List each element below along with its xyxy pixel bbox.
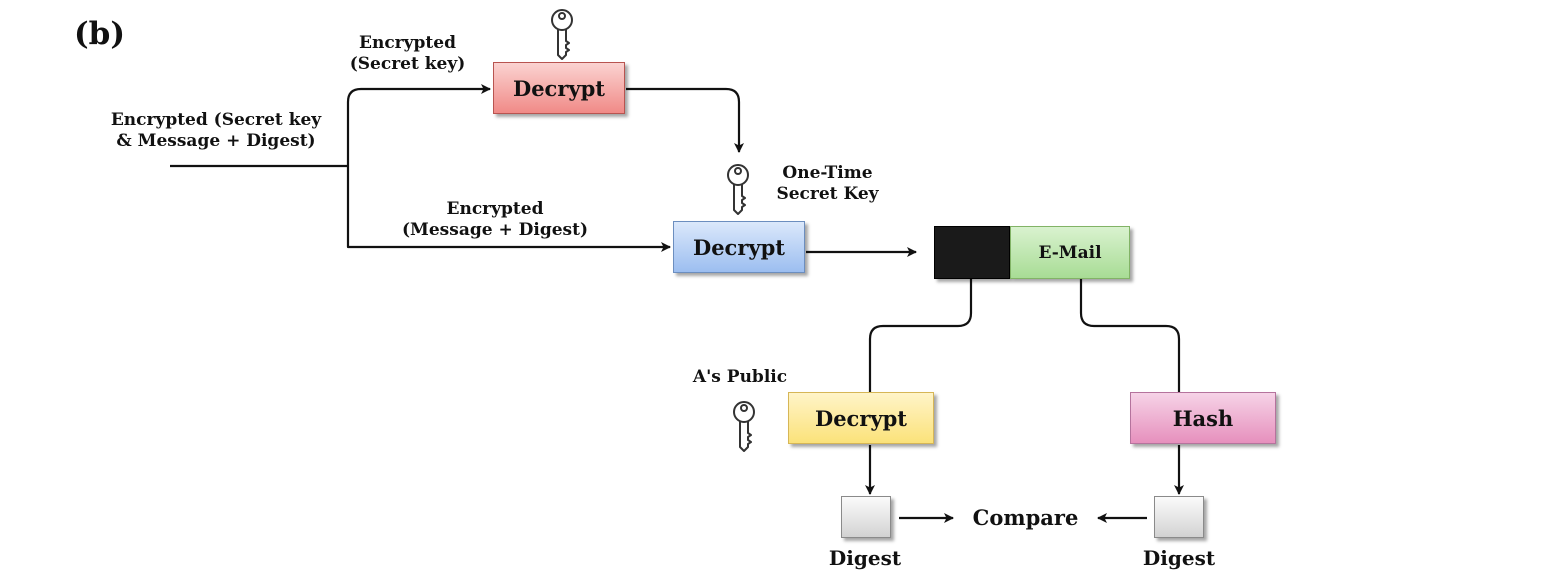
line-to-hash bbox=[1079, 279, 1181, 392]
decrypt-message-box: Decrypt bbox=[673, 221, 805, 273]
digest-right-label: Digest bbox=[1142, 546, 1216, 570]
input-label: Encrypted (Secret key & Message + Digest… bbox=[110, 110, 322, 151]
panel-label: (b) bbox=[74, 16, 126, 52]
line-to-decrypt-digest bbox=[868, 279, 973, 392]
key-icon bbox=[733, 401, 755, 452]
decrypt-secret-key-box: Decrypt bbox=[493, 62, 625, 114]
email-box: E-Mail bbox=[1010, 226, 1130, 279]
arrow-to-one-time-key bbox=[626, 87, 744, 153]
compare-label: Compare bbox=[972, 505, 1079, 530]
digest-right-box bbox=[1154, 496, 1204, 538]
key-icon bbox=[727, 164, 749, 215]
key-icon bbox=[551, 9, 573, 60]
signature-block bbox=[934, 226, 1010, 279]
hash-box: Hash bbox=[1130, 392, 1276, 444]
arrow-to-decrypt-secret bbox=[346, 84, 491, 166]
decrypt-digest-box: Decrypt bbox=[788, 392, 934, 444]
encrypted-secret-key-label: Encrypted (Secret key) bbox=[349, 33, 466, 74]
digest-left-box bbox=[841, 496, 891, 538]
digest-left-label: Digest bbox=[828, 546, 902, 570]
arrow-to-decrypt-message bbox=[346, 166, 671, 252]
public-key-label: A's Public bbox=[692, 367, 788, 387]
one-time-secret-key-label: One-Time Secret Key bbox=[776, 163, 879, 204]
encrypted-message-digest-label: Encrypted (Message + Digest) bbox=[402, 199, 588, 240]
